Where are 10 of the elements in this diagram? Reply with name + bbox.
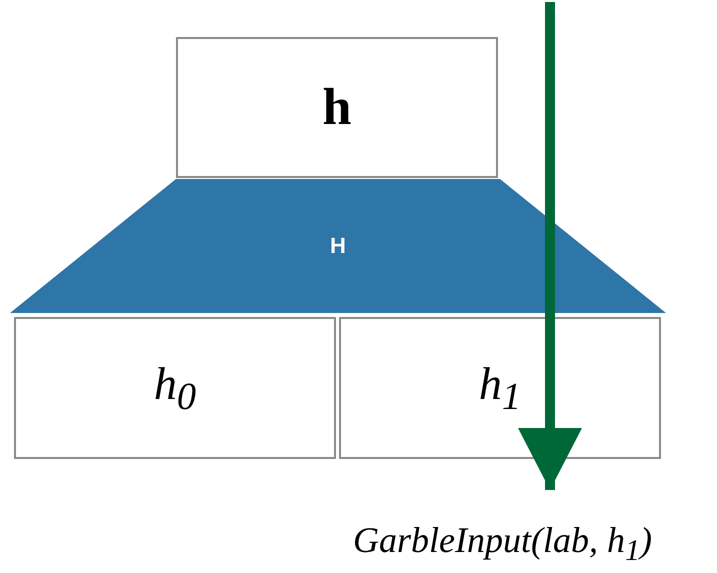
variable-box: [339, 317, 661, 459]
variable-label: H: [330, 233, 346, 259]
variable-label: h$_{1}$: [478, 356, 522, 420]
trapezoid-block: [10, 179, 666, 313]
variable-label: h$_{0}$: [154, 356, 196, 420]
arrow: [518, 2, 582, 490]
function-call-text: GarbleInput(lab, h$_{1}$): [353, 519, 652, 569]
variable-box: [14, 317, 336, 459]
variable-box: [176, 37, 498, 178]
variable-label: h: [322, 78, 352, 137]
